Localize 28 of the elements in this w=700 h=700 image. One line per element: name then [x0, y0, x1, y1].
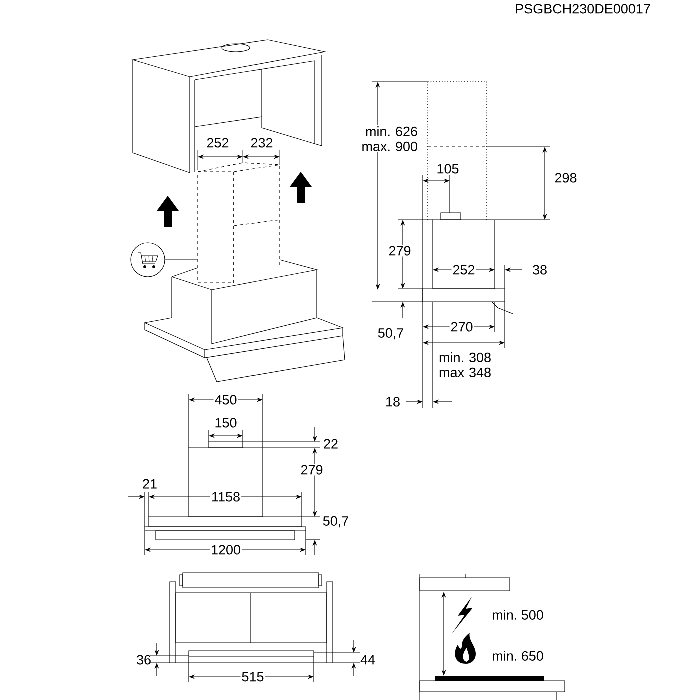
dimension-label: 1158 [210, 491, 242, 503]
dimension-label: 105 [438, 164, 459, 174]
dimension-label: 450 [214, 394, 238, 406]
dimension-label: 252 [452, 264, 476, 276]
dimension-label: 21 [143, 479, 157, 489]
dimension-label: 1200 [210, 544, 242, 556]
dimension-label: 232 [251, 138, 273, 148]
clearance-label: min. 650 [493, 651, 544, 661]
dimension-label: 298 [555, 173, 577, 183]
dimension-label: 270 [450, 321, 474, 333]
dimension-label: 50,7 [323, 516, 348, 528]
dimension-label: min. 626 max. 900 [357, 126, 419, 152]
dimension-label: 36 [137, 655, 151, 665]
dimension-label: 50,7 [378, 328, 404, 340]
document-code: PSGBCH230DE00017 [516, 4, 650, 14]
icon-circle [130, 242, 166, 278]
dimension-label: 515 [240, 671, 266, 683]
clearance-label: min. 500 [493, 610, 544, 620]
dimension-label: 38 [533, 265, 547, 275]
dimension-label: min. 308 max 348 [440, 352, 491, 378]
dimension-label: 279 [388, 245, 412, 257]
dimension-label: 44 [360, 655, 376, 665]
chimney-outline [198, 172, 234, 284]
dimension-label: 150 [216, 418, 237, 428]
dimension-label: 18 [386, 397, 400, 407]
dimension-label: 22 [324, 439, 338, 449]
dimension-label: 252 [207, 138, 229, 148]
dimension-label: 279 [300, 464, 324, 476]
